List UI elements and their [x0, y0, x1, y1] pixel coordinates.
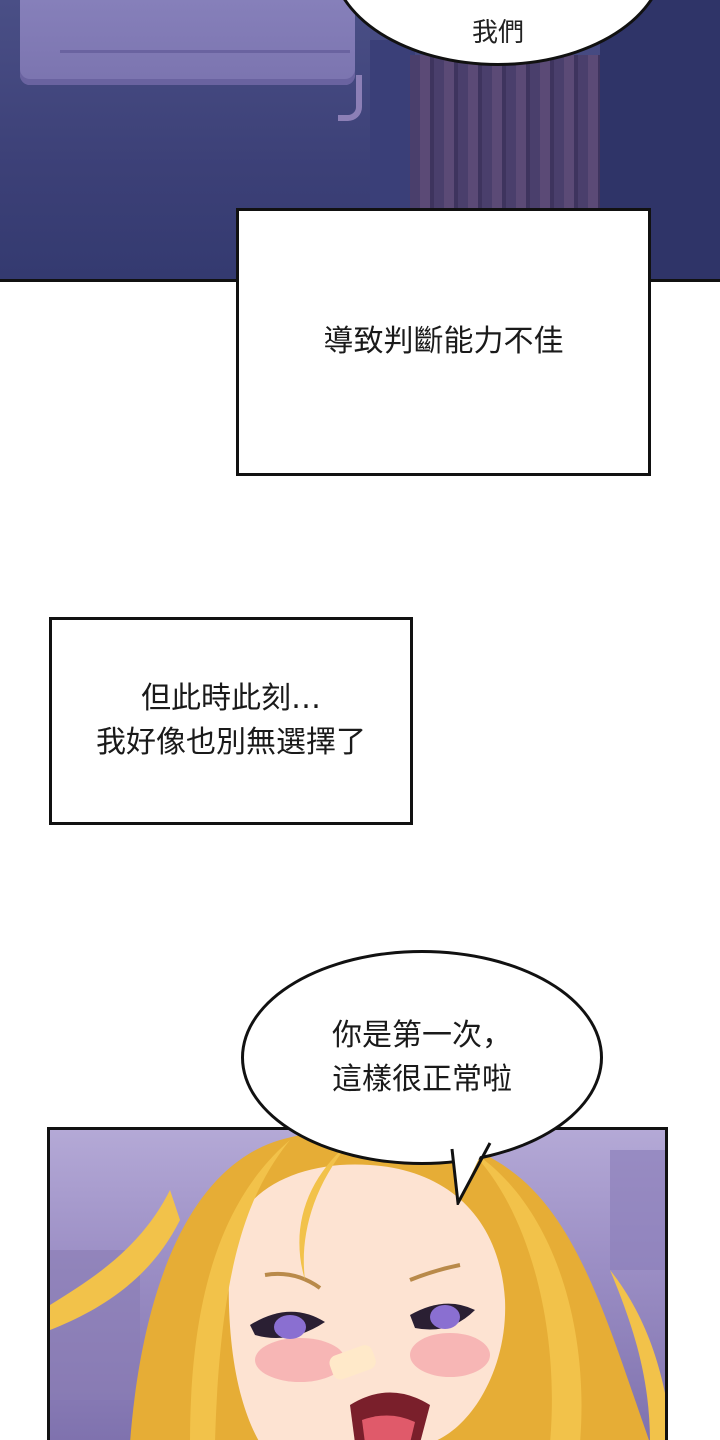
- caption-box-2: 但此時此刻… 我好像也別無選擇了: [49, 617, 413, 825]
- caption-2-line-1: 但此時此刻…: [141, 681, 321, 716]
- character-illustration: [50, 1130, 665, 1440]
- speech-line-2: 這樣很正常啦: [332, 1061, 512, 1097]
- speech-line-1: 你是第一次，: [332, 1017, 512, 1053]
- bottom-panel-illustration: [47, 1127, 668, 1440]
- speech-bubble-tail: [450, 1135, 492, 1205]
- ac-pipe: [338, 75, 362, 121]
- caption-2-line-2: 我好像也別無選擇了: [96, 725, 366, 760]
- ac-vent: [60, 50, 350, 53]
- air-conditioner: [20, 0, 355, 85]
- speech-bubble: 你是第一次， 這樣很正常啦: [241, 950, 603, 1165]
- caption-box-1: 導致判斷能力不佳: [236, 208, 651, 476]
- caption-1-line-1: 導致判斷能力不佳: [323, 324, 564, 359]
- top-bubble-text: 我們: [471, 18, 524, 48]
